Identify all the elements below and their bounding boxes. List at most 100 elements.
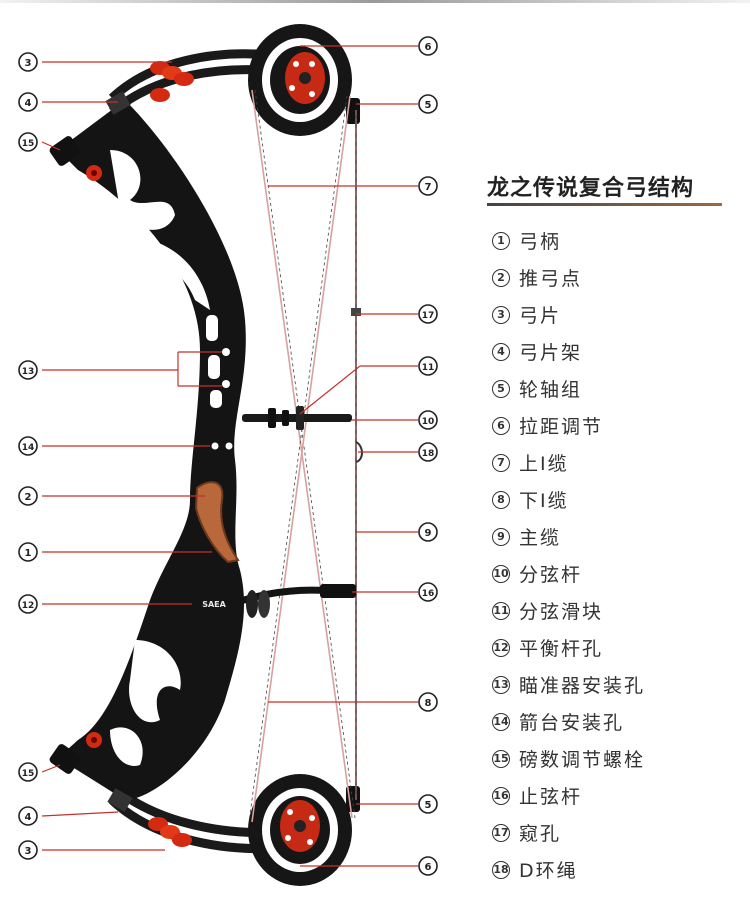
legend-text: 主缆 (519, 527, 562, 549)
callouts-left: 3 4 15 13 14 2 1 12 15 4 3 (18, 52, 38, 860)
legend-item: 9 主缆 (492, 518, 645, 555)
riser-cutouts (110, 150, 222, 766)
legend-number: 11 (492, 601, 510, 620)
legend-item: 1 弓柄 (492, 222, 645, 259)
callout-label: 10 (422, 417, 435, 427)
legend-text: 弓片架 (519, 342, 583, 364)
legend-text: 止弦杆 (519, 786, 583, 808)
legend-text: 上I缆 (519, 453, 569, 475)
legend-number: 17 (492, 823, 510, 842)
sight-mount-holes (222, 348, 230, 388)
callout-label: 8 (425, 698, 432, 709)
callout-label: 17 (422, 311, 435, 321)
callout-label: 15 (22, 139, 35, 149)
legend-number: 13 (492, 675, 510, 694)
legend-number: 18 (492, 860, 510, 879)
callout-label: 6 (425, 862, 432, 873)
rest-mount-holes (211, 442, 233, 450)
callout-label: 5 (425, 100, 432, 111)
callout-label: 7 (425, 182, 432, 193)
legend-number: 12 (492, 638, 510, 657)
legend-number: 10 (492, 564, 510, 583)
top-divider (0, 0, 750, 3)
legend-text: 窥孔 (519, 823, 562, 845)
upper-limb-dampers (150, 61, 194, 102)
legend-number: 16 (492, 786, 510, 805)
peep-sight (351, 308, 361, 316)
legend-number: 3 (492, 305, 510, 324)
legend-number: 6 (492, 416, 510, 435)
legend-item: 8 下I缆 (492, 481, 645, 518)
callouts-right: 6 5 7 17 11 10 18 9 16 8 5 6 (418, 36, 438, 876)
callout-label: 1 (25, 548, 32, 559)
callout-label: 15 (22, 769, 35, 779)
legend-item: 3 弓片 (492, 296, 645, 333)
callout-label: 9 (425, 528, 432, 539)
legend-item: 5 轮轴组 (492, 370, 645, 407)
cable-guard (242, 406, 352, 430)
legend-text: 分弦滑块 (519, 601, 604, 623)
lower-cam (248, 774, 360, 886)
legend-text: 推弓点 (519, 268, 583, 290)
callout-label: 4 (25, 98, 32, 109)
legend-text: 箭台安装孔 (519, 712, 625, 734)
legend-item: 14 箭台安装孔 (492, 703, 645, 740)
callout-label: 16 (422, 589, 435, 599)
legend-item: 13 瞄准器安装孔 (492, 666, 645, 703)
callout-label: 2 (25, 492, 32, 503)
legend-item: 15 磅数调节螺栓 (492, 740, 645, 777)
callout-label: 14 (22, 443, 35, 453)
legend-number: 14 (492, 712, 510, 731)
string-stop (230, 584, 356, 618)
legend-text: 磅数调节螺栓 (519, 749, 646, 771)
legend-number: 5 (492, 379, 510, 398)
upper-cam (248, 24, 360, 136)
legend-item: 12 平衡杆孔 (492, 629, 645, 666)
callout-label: 13 (22, 367, 35, 377)
legend-text: 瞄准器安装孔 (519, 675, 646, 697)
legend-item: 11 分弦滑块 (492, 592, 645, 629)
legend-item: 2 推弓点 (492, 259, 645, 296)
callout-label: 11 (422, 363, 435, 373)
legend-text: 弓片 (519, 305, 562, 327)
wood-grip (194, 481, 240, 564)
legend-text: 拉距调节 (519, 416, 604, 438)
legend-number: 9 (492, 527, 510, 546)
legend-text: 轮轴组 (519, 379, 583, 401)
legend-item: 7 上I缆 (492, 444, 645, 481)
legend-text: 分弦杆 (519, 564, 583, 586)
legend-text: 平衡杆孔 (519, 638, 604, 660)
legend-number: 7 (492, 453, 510, 472)
legend-item: 18 D环绳 (492, 851, 645, 888)
grip-logo-plate (192, 596, 236, 610)
legend-text: 弓柄 (519, 231, 562, 253)
callout-label: 6 (425, 42, 432, 53)
legend-text: 下I缆 (519, 490, 569, 512)
callout-label: 3 (25, 846, 32, 857)
callout-label: 12 (22, 601, 35, 611)
grip-logo: SAEA (202, 600, 226, 609)
riser (58, 100, 246, 800)
legend-item: 16 止弦杆 (492, 777, 645, 814)
limb-pocket-upper (49, 91, 131, 181)
legend-item: 10 分弦杆 (492, 555, 645, 592)
d-loop (355, 441, 363, 463)
callout-label: 5 (425, 800, 432, 811)
bow-cables (248, 89, 357, 823)
diagram-title: 龙之传说复合弓结构 (487, 176, 695, 201)
lower-limb-dampers (148, 817, 192, 847)
leader-lines (41, 45, 418, 867)
legend-number: 8 (492, 490, 510, 509)
legend-number: 15 (492, 749, 510, 768)
legend-number: 1 (492, 231, 510, 250)
legend-item: 17 窥孔 (492, 814, 645, 851)
callout-label: 18 (422, 449, 435, 459)
legend-number: 2 (492, 268, 510, 287)
title-underline (487, 203, 722, 206)
callout-label: 3 (25, 58, 32, 69)
legend-text: D环绳 (519, 860, 578, 882)
callout-label: 4 (25, 812, 32, 823)
